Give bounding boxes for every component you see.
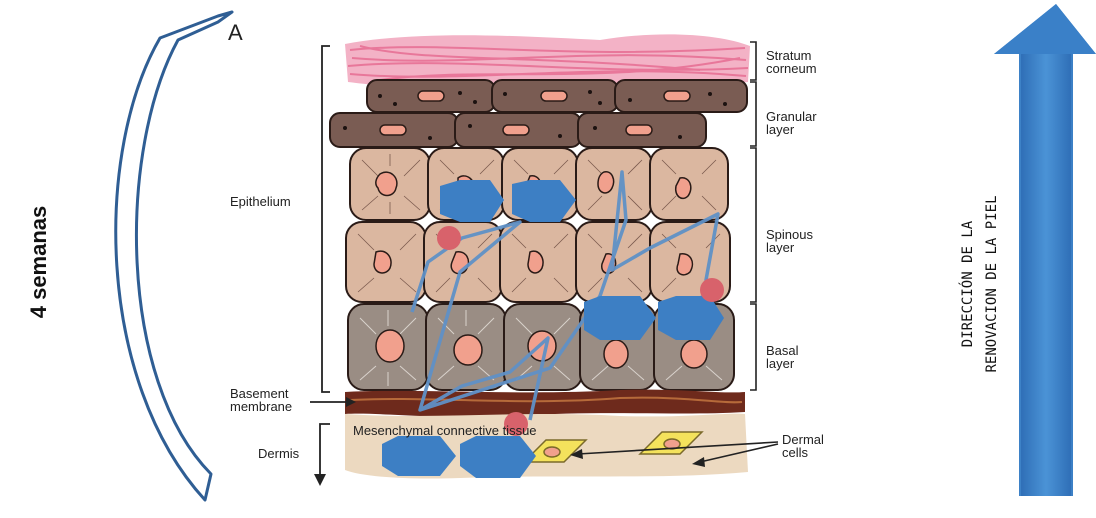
- label-dermal-cells-line2: cells: [782, 445, 809, 460]
- panel-letter: A: [228, 20, 243, 45]
- label-stratum-corneum-line2: corneum: [766, 61, 817, 76]
- dermis-bracket: [320, 424, 330, 474]
- duration-label: 4 semanas: [26, 206, 51, 319]
- basement-membrane-band: [345, 390, 745, 418]
- label-dermis: Dermis: [258, 446, 300, 461]
- epithelium-bracket: [322, 46, 330, 392]
- label-mesenchymal: Mesenchymal connective tissue: [353, 423, 537, 438]
- label-granular-line2: layer: [766, 122, 795, 137]
- direction-label-line1: DIRECCIÓN DE LA: [958, 220, 976, 347]
- dermis-down-arrow: [314, 474, 326, 486]
- label-epithelium: Epithelium: [230, 194, 291, 209]
- label-basal-line2: layer: [766, 356, 795, 371]
- label-basement-line2: membrane: [230, 399, 292, 414]
- granular-layer-cells: [330, 80, 747, 147]
- direction-label-line2: RENOVACION DE LA PIEL: [984, 195, 1000, 372]
- renewal-direction-arrow-icon: [994, 4, 1096, 496]
- label-spinous-line2: layer: [766, 240, 795, 255]
- curved-bracket-icon: [116, 12, 232, 500]
- spinous-layer-cells: [346, 148, 730, 302]
- layer-brackets-right: [750, 42, 756, 390]
